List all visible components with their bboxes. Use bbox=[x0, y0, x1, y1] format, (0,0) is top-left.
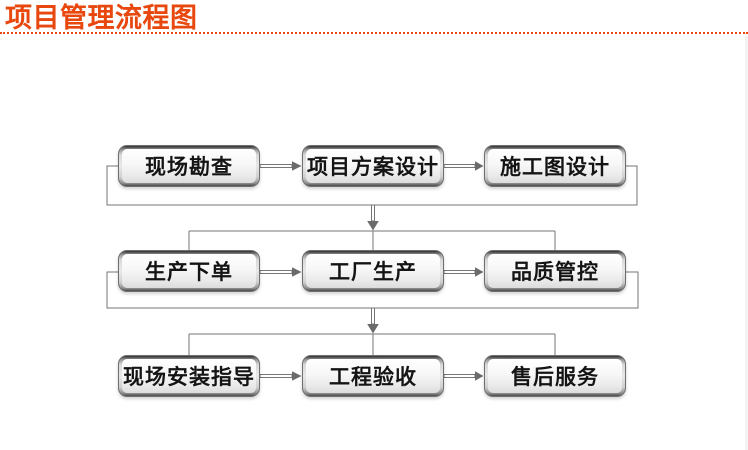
arrow-factory-production-to-quality-control bbox=[443, 267, 484, 277]
node-production-order-label: 生产下单 bbox=[122, 254, 256, 288]
page-right-border bbox=[745, 36, 748, 450]
node-quality-control: 品质管控 bbox=[484, 250, 626, 292]
node-construction-drawing-label: 施工图设计 bbox=[488, 149, 622, 183]
down-arrow-2 bbox=[367, 307, 379, 334]
page-title: 项目管理流程图 bbox=[5, 3, 198, 33]
node-after-sales-service-label: 售后服务 bbox=[488, 359, 622, 393]
node-after-sales-service: 售后服务 bbox=[484, 355, 626, 397]
node-project-acceptance-label: 工程验收 bbox=[306, 359, 440, 393]
node-production-order: 生产下单 bbox=[118, 250, 260, 292]
arrow-project-acceptance-to-after-sales bbox=[443, 371, 484, 381]
node-project-acceptance: 工程验收 bbox=[302, 355, 444, 397]
connector-row2-bus bbox=[188, 230, 556, 250]
down-arrow-1 bbox=[367, 204, 379, 231]
node-project-design-label: 项目方案设计 bbox=[306, 149, 440, 183]
arrow-project-design-to-construction-drawing bbox=[443, 161, 484, 171]
arrow-production-order-to-factory-production bbox=[259, 267, 302, 277]
node-factory-production: 工厂生产 bbox=[302, 250, 444, 292]
node-site-survey-label: 现场勘查 bbox=[122, 149, 256, 183]
node-construction-drawing: 施工图设计 bbox=[484, 145, 626, 187]
node-installation-guidance: 现场安装指导 bbox=[118, 355, 260, 397]
node-project-design: 项目方案设计 bbox=[302, 145, 444, 187]
arrow-site-survey-to-project-design bbox=[259, 161, 302, 171]
connector-row3-bus bbox=[188, 333, 556, 355]
node-quality-control-label: 品质管控 bbox=[488, 254, 622, 288]
node-site-survey: 现场勘查 bbox=[118, 145, 260, 187]
node-factory-production-label: 工厂生产 bbox=[306, 254, 440, 288]
arrow-installation-guidance-to-project-acceptance bbox=[259, 371, 302, 381]
page-header: 项目管理流程图 bbox=[0, 0, 748, 34]
node-installation-guidance-label: 现场安装指导 bbox=[122, 359, 256, 393]
